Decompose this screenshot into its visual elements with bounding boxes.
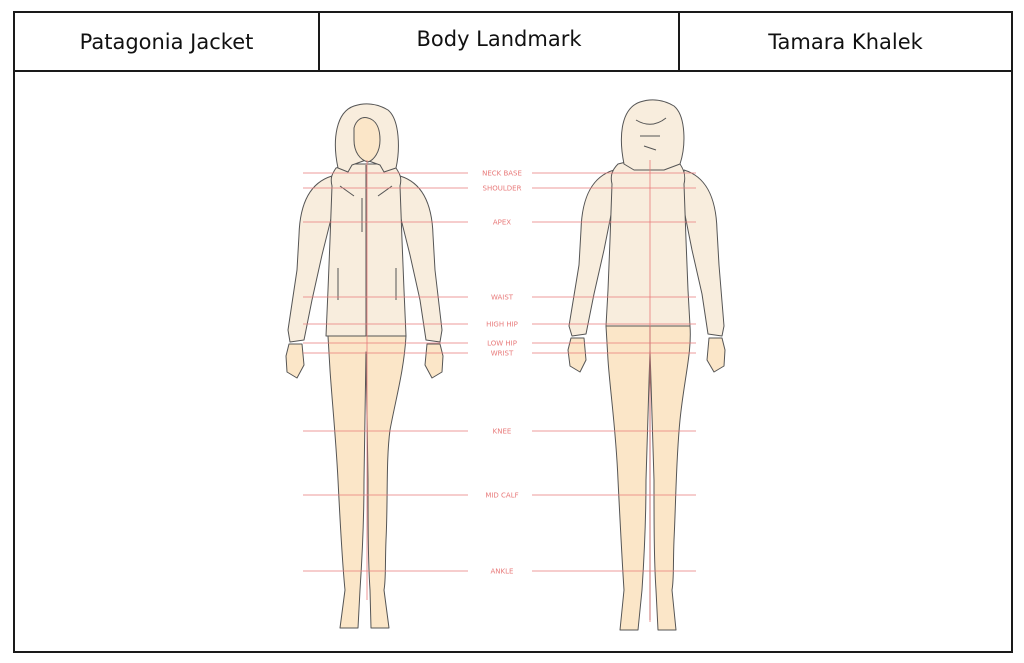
spec-sheet: Patagonia Jacket Body Landmark Tamara Kh… xyxy=(13,11,1013,653)
landmark-label-high-hip: HIGH HIP xyxy=(486,321,518,329)
garment-name: Patagonia Jacket xyxy=(15,13,320,70)
sheet-title: Body Landmark xyxy=(320,13,680,70)
front-side-pockets xyxy=(337,268,397,300)
landmark-label-low-hip: LOW HIP xyxy=(487,340,517,348)
landmark-label-ankle: ANKLE xyxy=(491,568,514,576)
front-left-hand xyxy=(285,343,305,379)
landmark-label-apex: APEX xyxy=(493,219,511,227)
back-left-sleeve xyxy=(568,169,615,337)
front-left-sleeve xyxy=(287,175,333,343)
back-hood-fold xyxy=(635,117,667,151)
landmark-label-waist: WAIST xyxy=(491,294,514,302)
croquis-figures xyxy=(285,99,726,631)
landmark-label-mid-calf: MID CALF xyxy=(485,492,518,500)
header-table: Patagonia Jacket Body Landmark Tamara Kh… xyxy=(15,13,1011,72)
back-legs xyxy=(605,325,691,631)
landmark-lines: NECK BASE SHOULDER APEX WAIST HIGH HIP LOW HI… xyxy=(303,160,696,622)
front-figure xyxy=(285,103,444,629)
landmark-label-wrist: WRIST xyxy=(491,350,514,358)
back-right-sleeve xyxy=(683,169,725,337)
landmark-label-knee: KNEE xyxy=(493,428,512,436)
designer-name: Tamara Khalek xyxy=(768,29,923,54)
back-left-hand xyxy=(567,337,587,373)
front-face xyxy=(353,117,381,163)
back-jacket-body xyxy=(605,159,691,327)
landmark-label-shoulder: SHOULDER xyxy=(483,185,522,193)
back-hood xyxy=(620,99,685,171)
front-right-hand xyxy=(424,343,444,379)
landmark-label-neck-base: NECK BASE xyxy=(482,170,522,178)
back-right-hand xyxy=(706,337,726,373)
front-legs xyxy=(327,335,407,629)
back-figure xyxy=(567,99,726,631)
front-right-sleeve xyxy=(399,175,443,343)
